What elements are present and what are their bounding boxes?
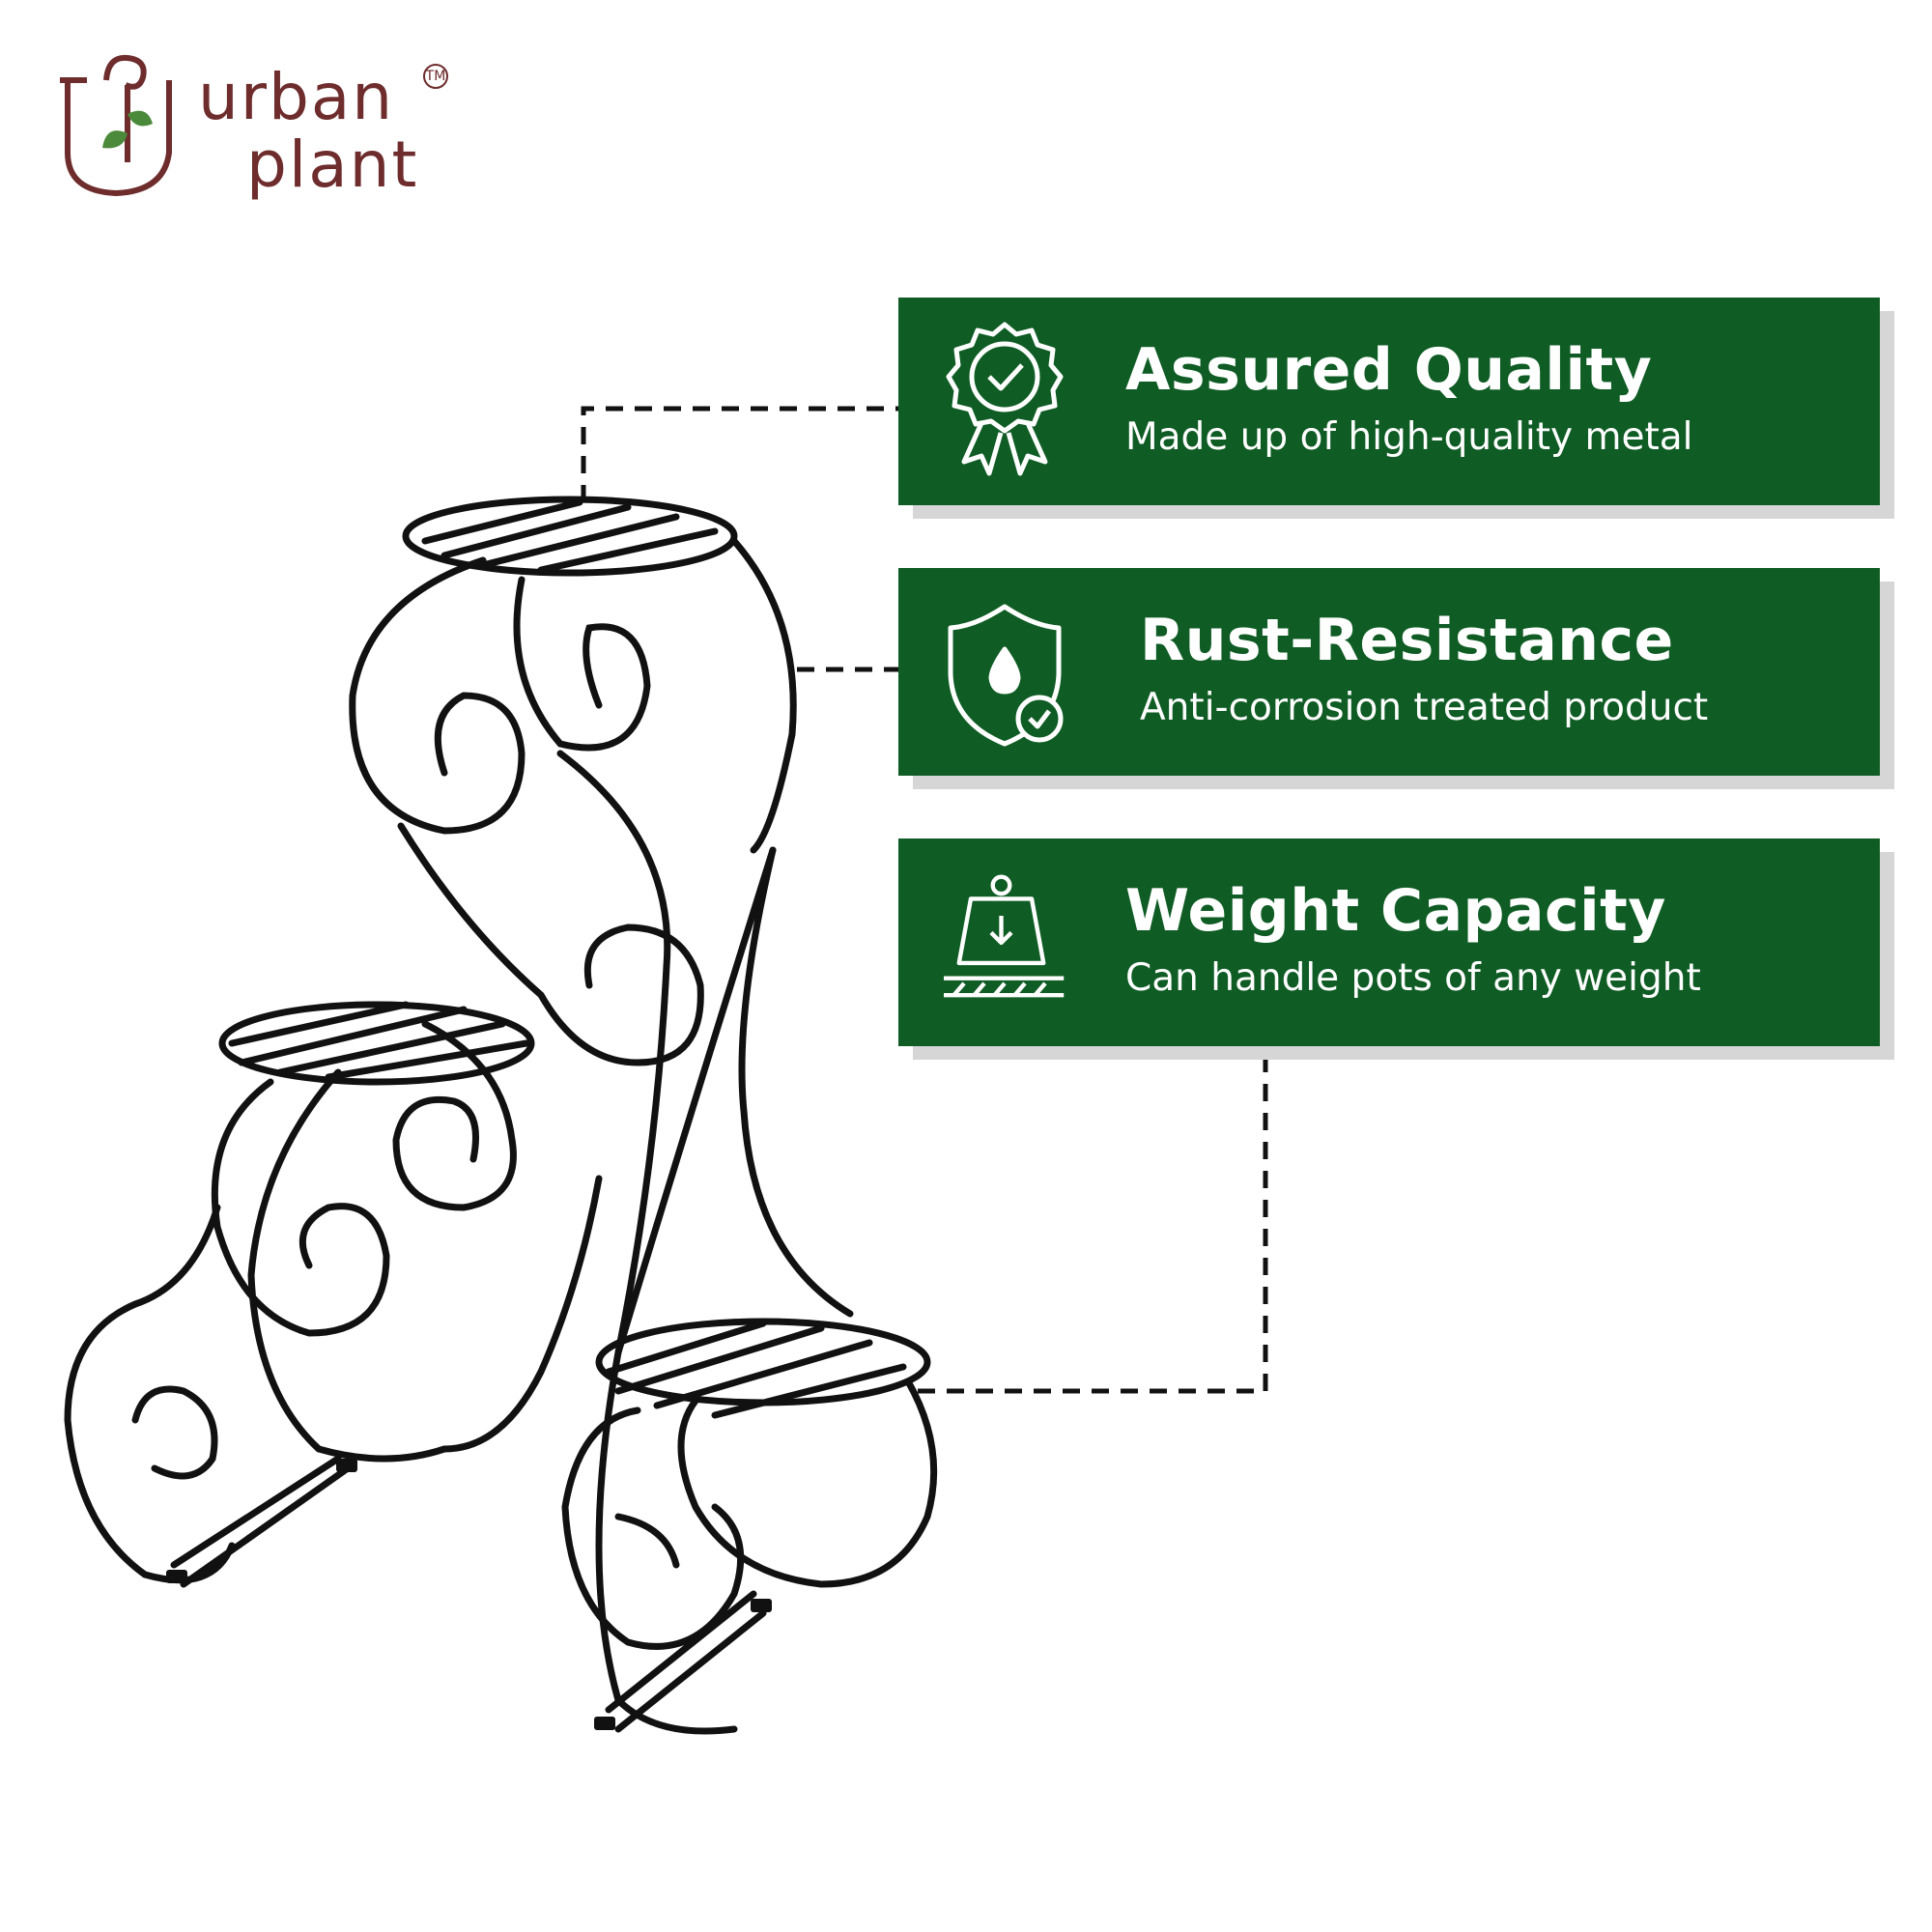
brand-name-line1: urban (198, 60, 395, 134)
shield-water-drop-icon (948, 604, 1064, 747)
brand-name-line2: plant (246, 128, 419, 202)
brand-logo: urban plant TM (58, 46, 464, 211)
quality-badge-icon (946, 322, 1064, 476)
feature-card-quality: Assured Quality Made up of high-quality … (898, 298, 1880, 505)
feature-subtitle: Can handle pots of any weight (1125, 956, 1701, 1000)
feature-title: Weight Capacity (1125, 877, 1666, 945)
feature-card-weight: Weight Capacity Can handle pots of any w… (898, 838, 1880, 1046)
feature-subtitle: Anti-corrosion treated product (1140, 686, 1709, 729)
feature-title: Assured Quality (1125, 336, 1653, 404)
urban-plant-logo-icon (60, 54, 172, 197)
trademark-symbol: TM (423, 64, 448, 89)
weight-scale-icon (944, 874, 1065, 998)
feature-title: Rust-Resistance (1140, 607, 1674, 674)
feature-subtitle: Made up of high-quality metal (1125, 415, 1693, 459)
feature-card-rust: Rust-Resistance Anti-corrosion treated p… (898, 568, 1880, 776)
